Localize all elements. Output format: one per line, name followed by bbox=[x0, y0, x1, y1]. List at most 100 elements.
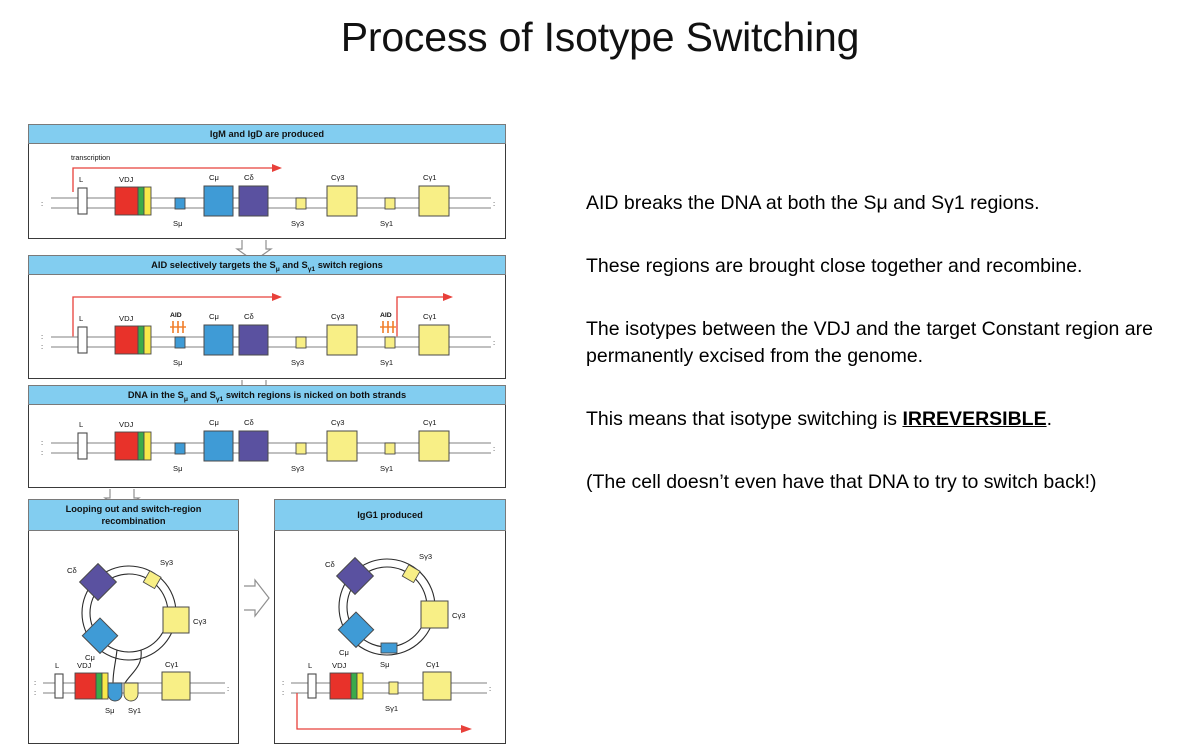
transcription-arrow-head bbox=[461, 725, 472, 733]
segment-Cgamma3-label: Cγ3 bbox=[331, 418, 345, 427]
switch-region-Sgamma3-label: Sγ3 bbox=[291, 219, 304, 228]
loop-segment-Cdelta bbox=[78, 562, 118, 602]
switch-region-Smu-label: Sμ bbox=[105, 706, 114, 715]
switch-region-Sgamma3-label: Sγ3 bbox=[291, 464, 304, 473]
loop-stem-right bbox=[124, 649, 142, 684]
segment-VDJ-label: VDJ bbox=[119, 420, 134, 429]
loop-segment-Cmu bbox=[337, 611, 375, 649]
loop-stem-left bbox=[112, 649, 118, 684]
segment-Cmu-label: Cμ bbox=[209, 312, 219, 321]
segment-VDJ-yellow bbox=[143, 186, 152, 216]
panel-5-body: Cδ Sγ3 Cγ3 Cμ Sμ : bbox=[274, 531, 506, 744]
text-paragraph-4: This means that isotype switching is IRR… bbox=[586, 406, 1166, 433]
switch-region-Sgamma3 bbox=[295, 336, 307, 349]
switch-region-Sgamma1-label: Sγ1 bbox=[380, 219, 393, 228]
segment-Cgamma3-label: Cγ3 bbox=[331, 173, 345, 182]
segment-VDJ-red bbox=[114, 186, 139, 216]
segment-Cgamma3 bbox=[326, 430, 358, 462]
switch-region-Sgamma3 bbox=[295, 197, 307, 210]
dna-left-ellipsis-2: : bbox=[41, 448, 43, 457]
switch-region-Smu-label: Sμ bbox=[173, 464, 182, 473]
segment-VDJ-label: VDJ bbox=[119, 175, 134, 184]
segment-Cgamma1 bbox=[161, 671, 191, 701]
loop-segment-Cgamma3 bbox=[162, 606, 190, 634]
paragraph-4-tail: . bbox=[1046, 408, 1052, 430]
switch-region-Sgamma1 bbox=[384, 336, 396, 349]
switch-region-Smu-label: Sμ bbox=[173, 219, 182, 228]
irreversible-emphasis: IRREVERSIBLE bbox=[902, 408, 1047, 430]
switch-region-Smu bbox=[107, 682, 123, 702]
segment-Cdelta bbox=[238, 430, 269, 462]
segment-Cmu-label: Cμ bbox=[209, 173, 219, 182]
segment-Cmu bbox=[203, 430, 234, 462]
panel-2-body: : : : L VDJ AID bbox=[28, 275, 506, 379]
segment-VDJ-label: VDJ bbox=[77, 661, 92, 670]
loop-switch-Sgamma3-label: Sγ3 bbox=[160, 558, 173, 567]
transcription-arrow-line-right bbox=[396, 296, 443, 337]
segment-L bbox=[54, 673, 64, 699]
transcription-arrow-line-left bbox=[72, 296, 272, 337]
segment-VDJ-label: VDJ bbox=[332, 661, 347, 670]
switch-region-Sgamma1 bbox=[384, 197, 396, 210]
segment-Cmu-label: Cμ bbox=[209, 418, 219, 427]
segment-Cmu bbox=[203, 324, 234, 356]
segment-VDJ-green bbox=[137, 325, 145, 355]
panel-2-diagram: : : : L VDJ AID bbox=[41, 293, 495, 367]
segment-Cgamma1 bbox=[418, 324, 450, 356]
panel-2-header-text: AID selectively targets the Sμ and Sγ1 s… bbox=[151, 260, 383, 273]
loop-segment-Cgamma3-label: Cγ3 bbox=[452, 611, 466, 620]
panel-2-header: AID selectively targets the Sμ and Sγ1 s… bbox=[28, 255, 506, 275]
transcription-arrow-head-left bbox=[272, 293, 282, 301]
loop-segment-Cgamma3-label: Cγ3 bbox=[193, 617, 207, 626]
transcription-arrow-line bbox=[72, 167, 272, 192]
loop-segment-Cmu bbox=[81, 617, 119, 655]
text-paragraph-3: The isotypes between the VDJ and the tar… bbox=[586, 318, 1153, 367]
segment-VDJ-yellow bbox=[356, 672, 364, 700]
segment-L bbox=[77, 432, 88, 460]
loop-segment-Cdelta-label: Cδ bbox=[67, 566, 77, 575]
segment-VDJ-yellow bbox=[101, 672, 109, 700]
panel-4-diagram: Cδ Sγ3 Cγ3 Cμ : : : bbox=[34, 558, 229, 715]
segment-Cmu bbox=[203, 185, 234, 217]
text-paragraph-2: These regions are brought close together… bbox=[586, 255, 1083, 277]
segment-L-label: L bbox=[79, 420, 83, 429]
slide-root: Process of Isotype Switching AID breaks … bbox=[28, 14, 1166, 744]
panel-dna-nicked: DNA in the Sμ and Sγ1 switch regions is … bbox=[28, 385, 506, 488]
aid-arrows-left bbox=[170, 321, 186, 333]
loop-switch-Sgamma3 bbox=[401, 564, 421, 584]
segment-VDJ-green bbox=[137, 431, 145, 461]
switch-region-Sgamma3 bbox=[295, 442, 307, 455]
segment-L bbox=[77, 187, 88, 215]
panel-3-header: DNA in the Sμ and Sγ1 switch regions is … bbox=[28, 385, 506, 405]
dna-right-ellipsis: : bbox=[493, 338, 495, 347]
body-text-block: AID breaks the DNA at both the Sμ and Sγ… bbox=[586, 190, 1166, 496]
dna-left-ellipsis-2: : bbox=[282, 688, 284, 697]
transcription-arrow-head-right bbox=[443, 293, 453, 301]
loop-segment-Cmu-label: Cμ bbox=[339, 648, 349, 657]
segment-Cgamma1-label: Cγ1 bbox=[423, 312, 437, 321]
dna-left-ellipsis: : bbox=[41, 199, 43, 208]
panel-5-diagram: Cδ Sγ3 Cγ3 Cμ Sμ : bbox=[282, 552, 491, 733]
page-title: Process of Isotype Switching bbox=[340, 14, 860, 60]
segment-Cgamma1 bbox=[418, 430, 450, 462]
transcription-arrow-head bbox=[272, 164, 282, 172]
dna-right-ellipsis: : bbox=[227, 684, 229, 693]
switch-region-Sgamma1-label: Sγ1 bbox=[380, 464, 393, 473]
switch-region-Sgamma1 bbox=[384, 442, 396, 455]
dna-left-ellipsis-2: : bbox=[41, 342, 43, 351]
panel-3-header-text: DNA in the Sμ and Sγ1 switch regions is … bbox=[127, 390, 407, 403]
isotype-switching-figure: IgM and IgD are produced transcription :… bbox=[28, 124, 506, 744]
aid-label-left: AID bbox=[170, 312, 182, 319]
segment-Cgamma3 bbox=[326, 185, 358, 217]
segment-VDJ-label: VDJ bbox=[119, 314, 134, 323]
panel-igg1-produced: IgG1 produced Cδ Sγ3 Cγ3 bbox=[274, 499, 506, 744]
panel-4-body: Cδ Sγ3 Cγ3 Cμ : : : bbox=[28, 531, 239, 744]
segment-VDJ-red bbox=[114, 325, 139, 355]
segment-VDJ-red bbox=[329, 672, 352, 700]
loop-segment-Cgamma3 bbox=[420, 600, 449, 629]
segment-VDJ-green bbox=[95, 672, 103, 700]
segment-Cgamma1-label: Cγ1 bbox=[423, 418, 437, 427]
paragraph-4-lead: This means that isotype switching is bbox=[586, 408, 903, 430]
switch-region-Smu bbox=[174, 197, 186, 210]
